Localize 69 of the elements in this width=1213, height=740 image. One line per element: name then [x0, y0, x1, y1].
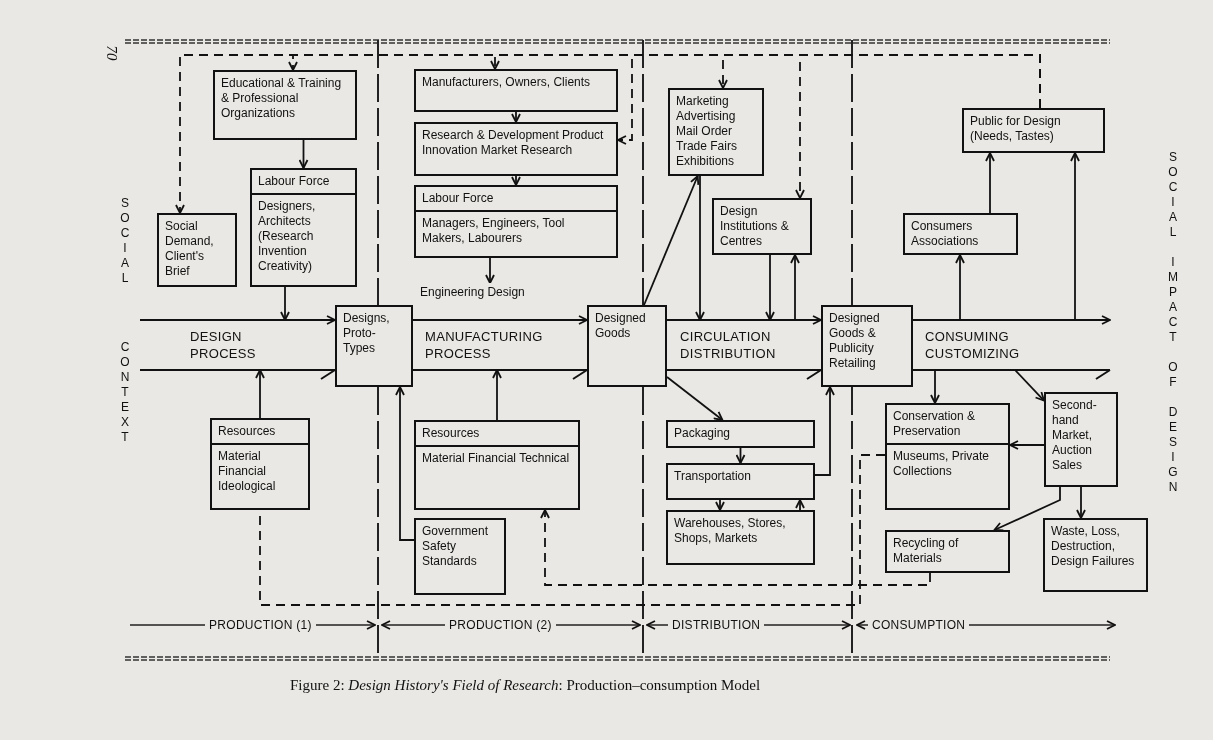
process-box: Educational & Training & Professional Organizations — [213, 70, 357, 140]
arrow — [485, 257, 495, 284]
vertical-label: SOCIAL — [119, 196, 131, 286]
process-box: Marketing Advertising Mail Order Trade Fairs Exhibitions — [668, 88, 764, 176]
split-box — [210, 418, 310, 510]
process-box: Social Demand, Client's Brief — [157, 213, 237, 287]
arrow — [511, 175, 521, 186]
arrow — [930, 369, 940, 404]
split-box — [414, 420, 580, 510]
vertical-label: CONTEXT — [119, 340, 131, 445]
box-heading: Resources — [416, 422, 578, 447]
process-box: Waste, Loss, Destruction, Design Failures — [1043, 518, 1148, 592]
process-box: Packaging — [666, 420, 815, 448]
process-box: Recycling of Materials — [885, 530, 1010, 573]
process-box: Warehouses, Stores, Shops, Markets — [666, 510, 815, 565]
process-box: Designed Goods — [587, 305, 667, 387]
process-box: Second-hand Market, Auction Sales — [1044, 392, 1118, 487]
arrow — [255, 369, 265, 419]
arrow — [814, 386, 835, 476]
box-text: Material Financial Ideological — [217, 448, 277, 495]
box-text: Material Financial Technical — [421, 450, 571, 467]
arrow — [1076, 486, 1086, 519]
arrow — [735, 447, 746, 464]
box-heading: Labour Force — [416, 187, 616, 212]
box-text: Museums, Private Collections — [892, 448, 991, 480]
arrow — [1009, 440, 1045, 450]
flow-band-arrow — [912, 315, 1111, 325]
arrow — [715, 499, 725, 511]
arrow — [511, 111, 521, 123]
flow-band-arrow — [139, 315, 336, 325]
box-heading: Labour Force — [252, 170, 355, 195]
arrow — [795, 499, 805, 511]
arrow — [492, 369, 502, 421]
arrow — [1014, 369, 1045, 402]
arrow — [643, 175, 700, 306]
split-box — [414, 185, 618, 258]
arrow — [395, 386, 415, 541]
figure-caption: Figure 2: Design History's Field of Research: Production–consumption Model — [290, 676, 761, 695]
flow-band-arrow — [412, 315, 588, 325]
process-box: Research & Development Product Innovation Market Research — [414, 122, 618, 176]
arrow — [666, 376, 724, 421]
vertical-label: SOCIAL IMPACT OF DESIGN — [1167, 150, 1179, 495]
process-box: Transportation — [666, 463, 815, 500]
box-text: Managers, Engineers, Tool Makers, Labourers — [421, 215, 566, 247]
box-heading: Conservation & Preservation — [887, 405, 1008, 445]
flow-band-arrow — [666, 315, 822, 325]
arrow — [280, 286, 290, 321]
arrow — [993, 486, 1061, 532]
process-box: Government Safety Standards — [414, 518, 506, 595]
process-box: Designs, Proto-Types — [335, 305, 413, 387]
process-box: Design Institutions & Centres — [712, 198, 812, 255]
split-box — [250, 168, 357, 287]
arrow — [795, 54, 1041, 199]
process-box: Designed Goods & Publicity Retailing — [821, 305, 913, 387]
arrow — [955, 254, 965, 321]
split-box — [885, 403, 1010, 510]
box-text: Designers, Architects (Research Invention Creativity) — [257, 198, 317, 275]
arrow — [695, 175, 705, 321]
arrow — [1070, 152, 1080, 321]
arrow — [790, 254, 800, 321]
process-box: Manufacturers, Owners, Clients — [414, 69, 618, 112]
arrow — [985, 152, 995, 214]
process-box: Consumers Associations — [903, 213, 1018, 255]
arrow — [765, 254, 775, 321]
box-heading: Resources — [212, 420, 308, 445]
process-box: Public for Design (Needs, Tastes) — [962, 108, 1105, 153]
connector-line — [259, 454, 886, 606]
arrow — [298, 139, 309, 169]
arrow — [540, 509, 931, 586]
